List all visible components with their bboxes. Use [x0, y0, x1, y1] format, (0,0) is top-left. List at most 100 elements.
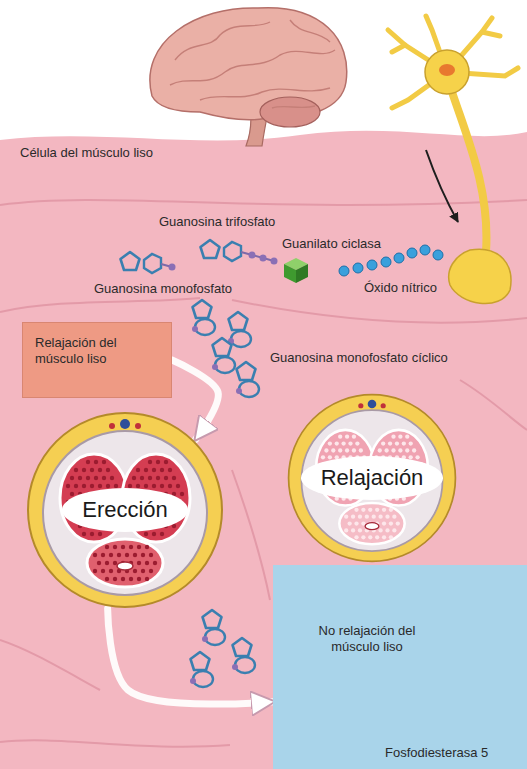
- gtp-molecule: [271, 258, 278, 265]
- penis-cross-section: [381, 441, 385, 445]
- penis-cross-section: [347, 521, 351, 525]
- penis-cross-section: [382, 521, 386, 525]
- penis-cross-section: [160, 532, 164, 536]
- penis-cross-section: [113, 577, 117, 581]
- penis-cross-section: [93, 569, 97, 573]
- neuron: [452, 92, 486, 252]
- penis-cross-section: [110, 476, 114, 480]
- nitric-oxide-dot: [433, 250, 443, 260]
- penis-cross-section: [82, 468, 86, 472]
- penis-cross-section: [321, 455, 325, 459]
- penis-cross-section: [66, 484, 70, 488]
- penis-cross-section: [289, 395, 456, 562]
- penis-cross-section: [396, 521, 400, 525]
- cell-label: Célula del músculo liso: [18, 145, 155, 161]
- penis-cross-section: [152, 468, 156, 472]
- penis-cross-section: [137, 577, 141, 581]
- penis-cross-section: [301, 410, 442, 551]
- penis-cross-section: [378, 515, 382, 519]
- penis-cross-section: [98, 484, 102, 488]
- molecule-label: Óxido nítrico: [362, 280, 439, 296]
- penis-cross-section: [402, 441, 406, 445]
- penis-cross-section: [148, 460, 152, 464]
- cross-section-circle: Relajación: [286, 392, 458, 564]
- penis-cross-section: [385, 528, 389, 532]
- neuron: [439, 64, 455, 76]
- penis-cross-section: [144, 468, 148, 472]
- penis-cross-section: [120, 419, 130, 429]
- penis-cross-section: [121, 577, 125, 581]
- penis-cross-section: [344, 515, 348, 519]
- penis-cross-section: [412, 448, 416, 452]
- penis-cross-section: [361, 535, 365, 539]
- cycle-arrow: [392, 589, 484, 697]
- penis-cross-section: [70, 492, 74, 496]
- penis-cross-section: [105, 577, 109, 581]
- inhibition-panel: No relajación del músculo lisoFosfodiest…: [273, 565, 527, 769]
- panel-note: No relajación del músculo liso: [313, 623, 421, 656]
- penis-cross-section: [156, 476, 160, 480]
- brain: [150, 8, 347, 146]
- gmp-molecule: [169, 264, 176, 271]
- guanylate-cyclase-cube: [359, 583, 372, 604]
- penis-cross-section: [176, 484, 180, 488]
- penis-cross-section: [398, 448, 402, 452]
- penis-cross-section: [106, 484, 110, 488]
- nitric-oxide-dot: [381, 257, 391, 267]
- nitric-oxide-dot: [339, 266, 349, 276]
- pde5-cube: [365, 690, 385, 722]
- penis-cross-section: [105, 561, 109, 565]
- molecule-label: Guanosina trifosfato: [157, 214, 277, 230]
- penis-cross-section: [382, 508, 386, 512]
- penis-cross-section: [352, 448, 356, 452]
- penis-cross-section: [355, 441, 359, 445]
- penis-cross-section: [82, 532, 86, 536]
- state-label: Erección: [62, 488, 188, 532]
- penis-cross-section: [117, 562, 133, 570]
- penis-cross-section: [180, 492, 184, 496]
- penis-cross-section: [94, 460, 98, 464]
- nitric-oxide-dot: [367, 260, 377, 270]
- penis-cross-section: [86, 460, 90, 464]
- penis-cross-section: [359, 448, 363, 452]
- cross-section-circle: Erección: [25, 410, 225, 610]
- penis-cross-section: [86, 476, 90, 480]
- penis-cross-section: [389, 535, 393, 539]
- penis-cross-section: [87, 539, 163, 587]
- penis-cross-section: [121, 545, 125, 549]
- cgmp-molecules: [192, 300, 215, 335]
- penis-cross-section: [372, 515, 376, 519]
- penis-cross-section: [365, 515, 369, 519]
- penis-cross-section: [164, 460, 168, 464]
- neuron: [449, 249, 511, 303]
- penis-cross-section: [378, 528, 382, 532]
- brain: [175, 22, 270, 60]
- cell-border: [0, 298, 200, 312]
- penis-cross-section: [391, 435, 395, 439]
- pde5-cube: [345, 680, 385, 722]
- neuron: [392, 45, 405, 52]
- gmp-molecule: [144, 254, 161, 273]
- guanylate-cyclase-cube: [284, 264, 296, 283]
- penis-cross-section: [135, 423, 141, 429]
- enzyme-label: Fosfodiesterasa 5: [385, 745, 488, 761]
- gmp-molecule: [121, 252, 140, 270]
- effect-label: Relajación del músculo liso: [35, 335, 159, 368]
- penis-cross-section: [94, 476, 98, 480]
- penis-cross-section: [113, 545, 117, 549]
- penis-cross-section: [415, 455, 419, 459]
- penis-cross-section: [90, 484, 94, 488]
- penis-cross-section: [384, 448, 388, 452]
- penis-cross-section: [381, 403, 386, 408]
- gtp-molecule: [260, 255, 267, 262]
- cgmp-molecules: [236, 362, 259, 397]
- guanylate-cyclase-cube: [284, 258, 308, 283]
- penis-cross-section: [43, 431, 207, 595]
- flow-arrow: [108, 608, 273, 704]
- neuron: [482, 32, 500, 36]
- penis-cross-section: [93, 553, 97, 557]
- penis-cross-section: [144, 532, 148, 536]
- penis-cross-section: [375, 508, 379, 512]
- penis-cross-section: [365, 523, 379, 530]
